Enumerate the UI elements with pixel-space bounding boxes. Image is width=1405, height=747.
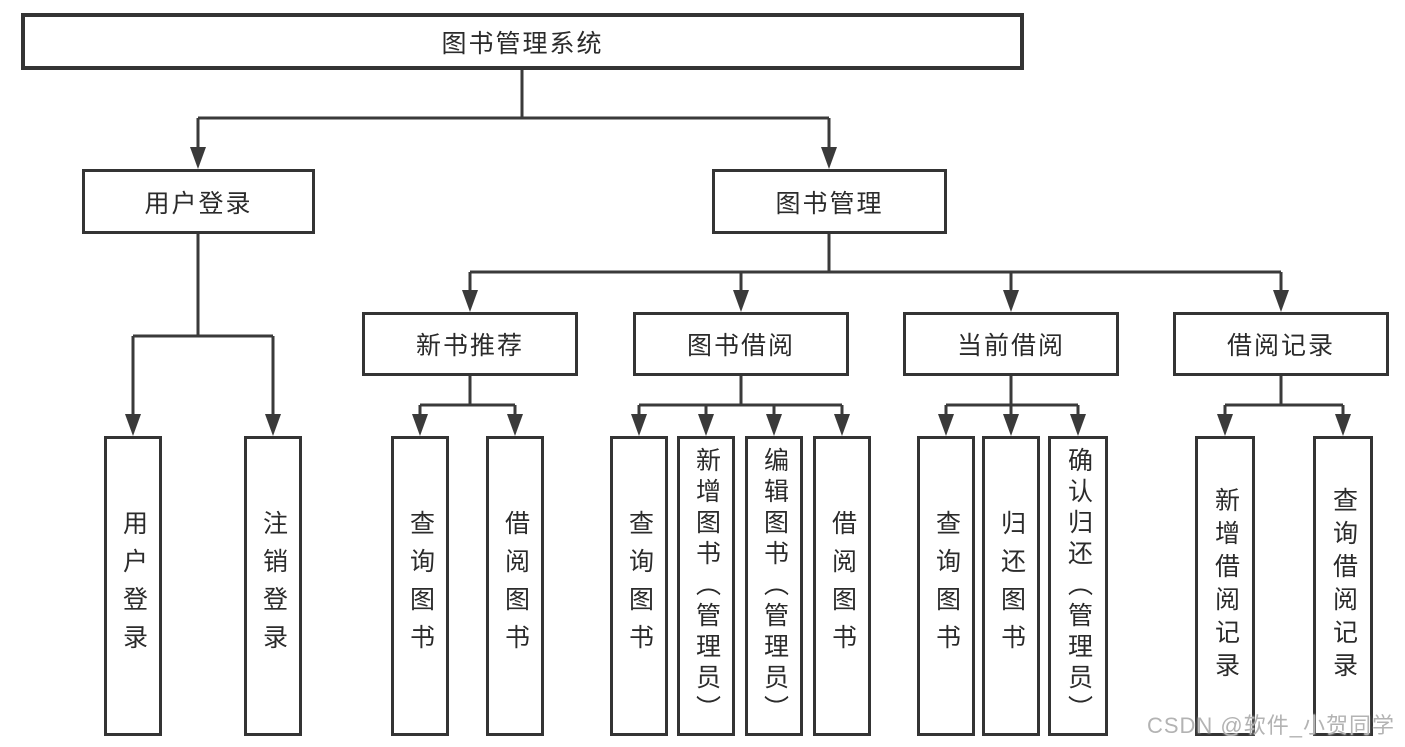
- leaf-borrow-add-books-admin: 新增图书（管理员）: [677, 436, 735, 736]
- leaf-borrow-borrow-books: 借阅图书: [813, 436, 871, 736]
- node-user-login-label: 用户登录: [144, 189, 253, 218]
- leaf-current-return-books: 归还图书: [982, 436, 1040, 736]
- arrowheads: [125, 147, 1351, 436]
- node-book-borrow: 图书借阅: [633, 312, 849, 376]
- leaf-borrow-add-books-admin-label: 新增图书（管理员）: [692, 446, 721, 726]
- leaf-current-confirm-return-admin-label: 确认归还（管理员）: [1064, 446, 1093, 726]
- connector-borrow-records: [1223, 376, 1345, 416]
- node-current-borrow: 当前借阅: [903, 312, 1119, 376]
- leaf-borrow-borrow-books-label: 借阅图书: [828, 510, 857, 662]
- connector-root: [196, 70, 831, 149]
- leaf-borrow-edit-books-admin-label: 编辑图书（管理员）: [760, 446, 789, 726]
- connector-new-books: [418, 376, 517, 416]
- leaf-borrow-edit-books-admin: 编辑图书（管理员）: [745, 436, 803, 736]
- leaf-borrow-query-books-label: 查询图书: [625, 510, 654, 662]
- node-borrow-records: 借阅记录: [1173, 312, 1389, 376]
- connector-current-borrow: [944, 376, 1080, 416]
- leaf-current-confirm-return-admin: 确认归还（管理员）: [1048, 436, 1108, 736]
- connector-login: [131, 233, 275, 416]
- leaf-user-login-label: 用户登录: [119, 510, 148, 662]
- leaf-records-add-borrow-record-label: 新增借阅记录: [1211, 487, 1240, 685]
- leaf-records-add-borrow-record: 新增借阅记录: [1195, 436, 1255, 736]
- leaf-newbooks-borrow-books: 借阅图书: [486, 436, 544, 736]
- leaf-newbooks-borrow-books-label: 借阅图书: [501, 510, 530, 662]
- leaf-user-login: 用户登录: [104, 436, 162, 736]
- leaf-logout: 注销登录: [244, 436, 302, 736]
- leaf-current-query-books: 查询图书: [917, 436, 975, 736]
- leaf-borrow-query-books: 查询图书: [610, 436, 668, 736]
- node-book-management-label: 图书管理: [775, 189, 884, 218]
- leaf-records-query-borrow-record: 查询借阅记录: [1313, 436, 1373, 736]
- leaf-logout-label: 注销登录: [259, 510, 288, 662]
- node-library-system-label: 图书管理系统: [441, 29, 604, 58]
- node-new-book-recommend: 新书推荐: [362, 312, 578, 376]
- node-library-system: 图书管理系统: [21, 13, 1024, 70]
- node-borrow-records-label: 借阅记录: [1226, 332, 1335, 360]
- node-book-borrow-label: 图书借阅: [686, 332, 795, 360]
- leaf-current-return-books-label: 归还图书: [997, 510, 1026, 662]
- leaf-newbooks-query-books: 查询图书: [391, 436, 449, 736]
- leaf-current-query-books-label: 查询图书: [932, 510, 961, 662]
- node-user-login: 用户登录: [82, 169, 315, 234]
- connector-book-borrow: [637, 376, 844, 416]
- csdn-watermark: CSDN @软件_小贺同学: [1146, 713, 1395, 738]
- connector-management: [468, 234, 1283, 292]
- leaf-records-query-borrow-record-label: 查询借阅记录: [1329, 487, 1358, 685]
- node-current-borrow-label: 当前借阅: [956, 332, 1065, 360]
- node-new-book-recommend-label: 新书推荐: [415, 332, 524, 360]
- leaf-newbooks-query-books-label: 查询图书: [406, 510, 435, 662]
- node-book-management: 图书管理: [712, 169, 947, 234]
